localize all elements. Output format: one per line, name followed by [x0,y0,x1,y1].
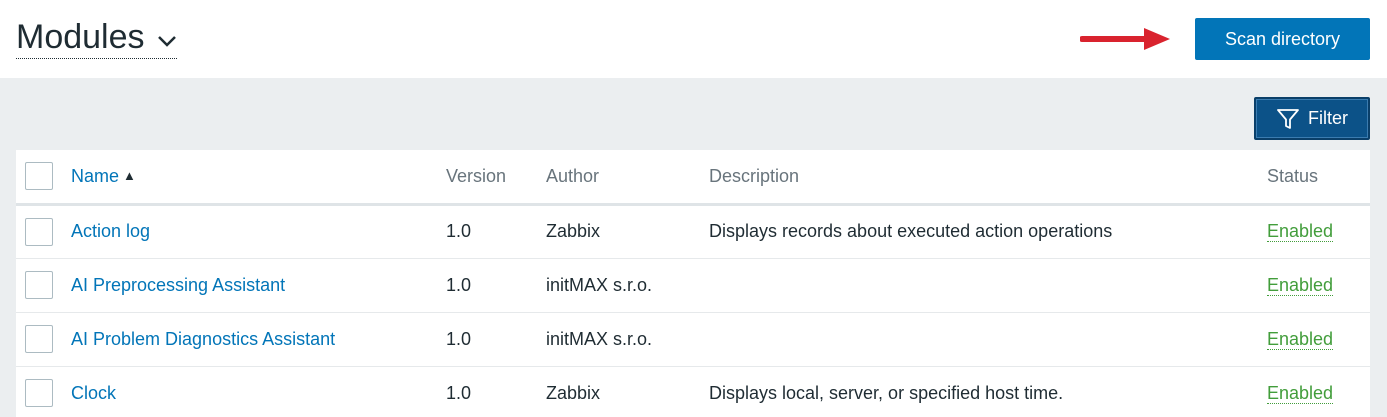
module-version: 1.0 [446,312,546,367]
module-author: Zabbix [546,204,709,259]
page-title: Modules [16,18,145,56]
chevron-down-icon [157,36,176,47]
module-description [709,312,1267,367]
row-checkbox[interactable] [25,379,53,407]
table-row: AI Problem Diagnostics Assistant 1.0 ini… [16,312,1370,367]
row-checkbox[interactable] [25,217,53,246]
row-checkbox[interactable] [25,271,53,299]
column-header-version: Version [446,150,546,206]
modules-table: Name▲ Version Author Description Status … [16,150,1370,417]
table-row: Action log 1.0 Zabbix Displays records a… [16,204,1370,259]
table-header-row: Name▲ Version Author Description Status [16,150,1370,206]
sort-ascending-icon: ▲ [123,167,136,183]
select-all-checkbox[interactable] [25,162,53,191]
column-header-author: Author [546,150,709,206]
module-author: initMAX s.r.o. [546,258,709,313]
row-checkbox[interactable] [25,325,53,353]
scan-directory-button[interactable]: Scan directory [1195,18,1370,60]
column-header-name[interactable]: Name [71,165,120,186]
module-author: Zabbix [546,366,709,417]
table-row: Clock 1.0 Zabbix Displays local, server,… [16,366,1370,417]
module-name-link[interactable]: Clock [71,382,117,403]
module-description [709,258,1267,313]
module-status-toggle[interactable]: Enabled [1267,328,1334,350]
module-version: 1.0 [446,204,546,259]
module-status-toggle[interactable]: Enabled [1267,382,1334,404]
table-row: AI Preprocessing Assistant 1.0 initMAX s… [16,258,1370,313]
column-header-description: Description [709,150,1267,206]
red-arrow-right-icon [1080,28,1170,50]
module-name-link[interactable]: Action log [71,221,151,241]
module-version: 1.0 [446,366,546,417]
funnel-icon [1277,108,1299,129]
page-title-dropdown[interactable]: Modules [16,18,177,59]
page-header: Modules Scan directory [0,0,1387,78]
filter-button[interactable]: Filter [1254,97,1370,140]
module-name-link[interactable]: AI Problem Diagnostics Assistant [71,328,336,349]
module-status-toggle[interactable]: Enabled [1267,274,1334,296]
module-description: Displays records about executed action o… [709,204,1267,259]
filter-button-label: Filter [1308,108,1348,128]
module-author: initMAX s.r.o. [546,312,709,367]
module-status-toggle[interactable]: Enabled [1267,221,1334,242]
module-version: 1.0 [446,258,546,313]
module-name-link[interactable]: AI Preprocessing Assistant [71,274,286,295]
module-description: Displays local, server, or specified hos… [709,366,1267,417]
column-header-status: Status [1267,150,1370,206]
